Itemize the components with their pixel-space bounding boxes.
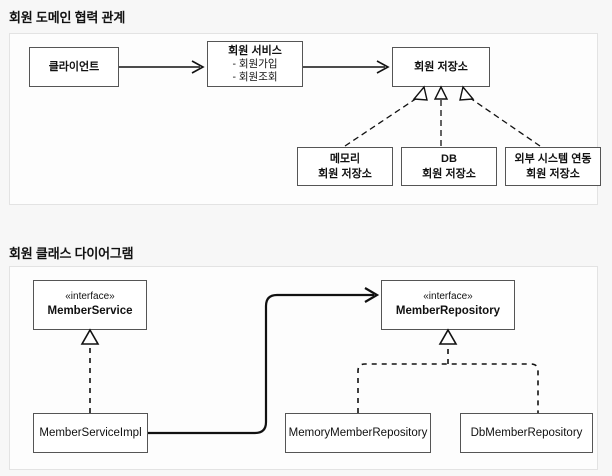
node-member-repository-interface: «interface» MemberRepository: [381, 280, 515, 330]
node-member-service-impl: MemberServiceImpl: [33, 413, 148, 453]
node-member-service-interface-label: MemberService: [47, 305, 133, 318]
node-member-service-interface: «interface» MemberService: [33, 280, 147, 330]
node-client-label: 클라이언트: [48, 60, 100, 73]
node-db-member-repository: DB 회원 저장소: [401, 147, 497, 186]
node-client: 클라이언트: [29, 47, 119, 87]
node-memory-member-repository-class: MemoryMemberRepository: [285, 413, 431, 453]
node-memory-member-repository-label: 메모리: [329, 153, 361, 166]
node-member-repository-label: 회원 저장소: [414, 60, 468, 73]
node-db-member-repository-sublabel: 회원 저장소: [422, 167, 476, 180]
node-memory-member-repository-class-label: MemoryMemberRepository: [288, 426, 428, 439]
node-db-member-repository-class: DbMemberRepository: [460, 413, 593, 453]
node-db-member-repository-class-label: DbMemberRepository: [470, 426, 583, 439]
node-external-member-repository-label: 외부 시스템 연동: [514, 153, 592, 166]
node-member-service: 회원 서비스 - 회원가입 - 회원조회: [207, 41, 303, 87]
node-member-repository-interface-label: MemberRepository: [395, 305, 501, 318]
stereotype-label: «interface»: [423, 291, 473, 303]
node-member-service-impl-label: MemberServiceImpl: [39, 426, 142, 439]
section-title-class-diagram: 회원 클래스 다이어그램: [9, 246, 134, 261]
stereotype-label: «interface»: [65, 291, 115, 303]
node-member-repository: 회원 저장소: [392, 47, 490, 87]
node-db-member-repository-label: DB: [441, 153, 457, 166]
node-external-member-repository: 외부 시스템 연동 회원 저장소: [505, 147, 601, 186]
node-member-service-op-find: - 회원조회: [232, 71, 278, 84]
node-member-service-label: 회원 서비스: [228, 44, 282, 57]
node-external-member-repository-sublabel: 회원 저장소: [526, 167, 580, 180]
section-title-domain-collaboration: 회원 도메인 협력 관계: [9, 10, 126, 25]
node-member-service-op-join: - 회원가입: [232, 57, 278, 70]
node-memory-member-repository: 메모리 회원 저장소: [297, 147, 393, 186]
node-memory-member-repository-sublabel: 회원 저장소: [318, 167, 372, 180]
